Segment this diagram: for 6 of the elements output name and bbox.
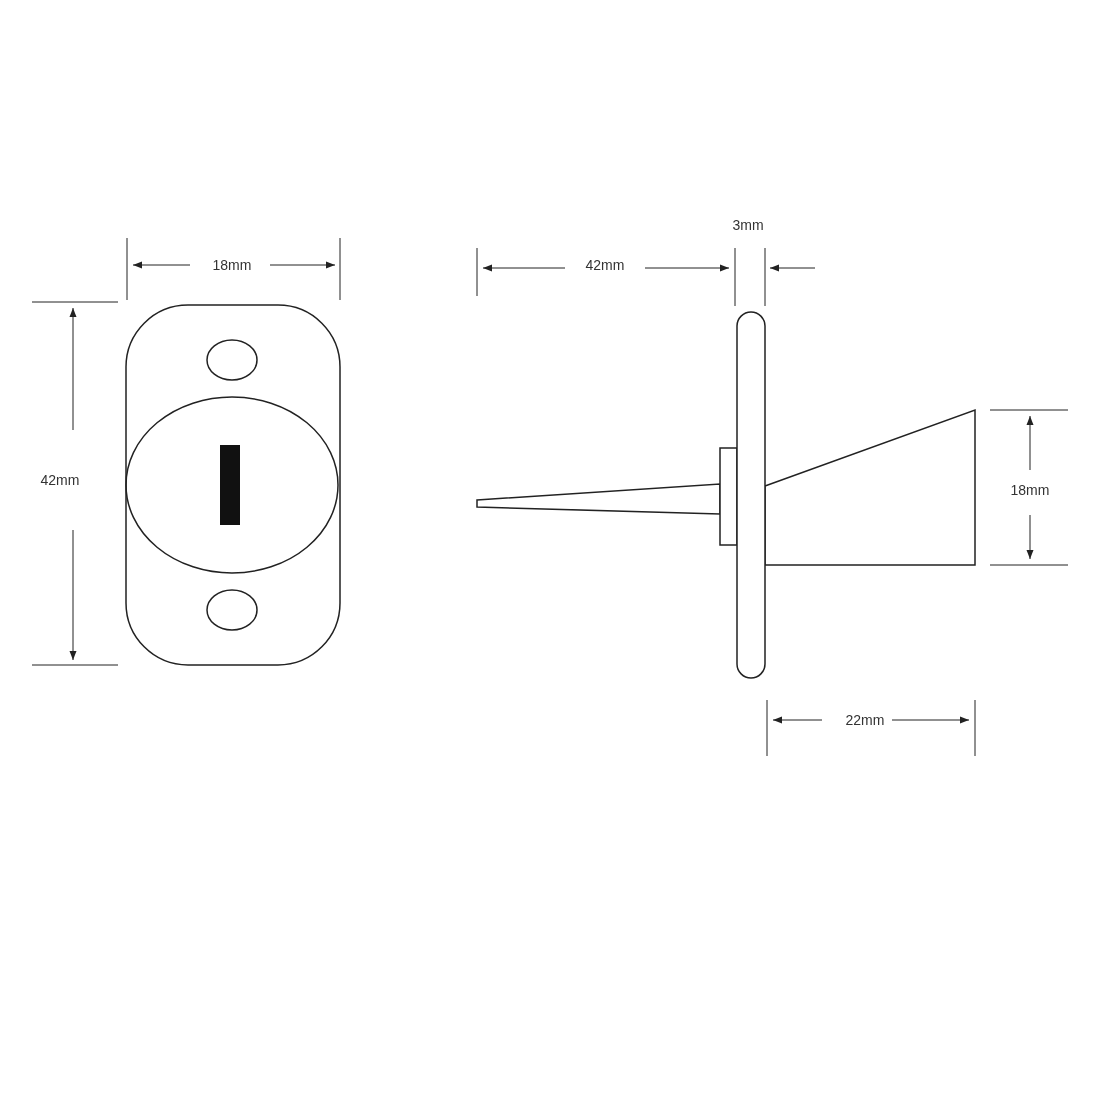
- dimension-label: 18mm: [210, 257, 254, 273]
- dimension-label: 22mm: [843, 712, 887, 728]
- dimension-label: 3mm: [730, 217, 766, 233]
- dimension-label: 18mm: [1008, 482, 1052, 498]
- dimension-label: 42mm: [583, 257, 627, 273]
- dimension-label: 42mm: [38, 472, 82, 488]
